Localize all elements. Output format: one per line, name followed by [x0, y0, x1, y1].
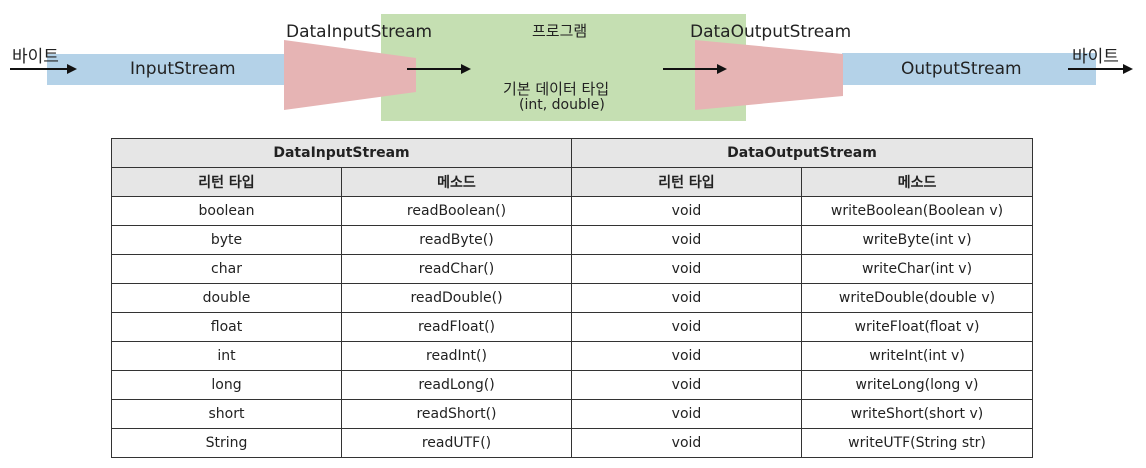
table-row: short readShort() void writeShort(short …: [111, 399, 1034, 429]
table-row: double readDouble() void writeDouble(dou…: [111, 283, 1034, 313]
output-return-type-header: 리턴 타입: [571, 167, 802, 197]
input-method-cell: readByte(): [341, 225, 572, 255]
output-return-type-cell: void: [571, 225, 802, 255]
input-return-type-cell: boolean: [111, 196, 342, 226]
group-header-row: DataInputStream DataOutputStream: [111, 138, 1034, 168]
data-input-stream-label: DataInputStream: [286, 22, 433, 42]
output-return-type-cell: void: [571, 341, 802, 371]
input-method-cell: readShort(): [341, 399, 572, 429]
output-method-cell: writeByte(int v): [800, 225, 1034, 255]
input-return-type-header: 리턴 타입: [111, 167, 342, 197]
bytes-right-label: 바이트: [1072, 47, 1119, 67]
output-method-cell: writeChar(int v): [800, 254, 1034, 284]
table-row: long readLong() void writeLong(long v): [111, 370, 1034, 400]
output-method-cell: writeInt(int v): [800, 341, 1034, 371]
data-output-stream-label: DataOutputStream: [690, 22, 852, 42]
input-method-cell: readBoolean(): [341, 196, 572, 226]
output-method-cell: writeFloat(float v): [800, 312, 1034, 342]
input-return-type-cell: char: [111, 254, 342, 284]
data-input-stream-header: DataInputStream: [111, 138, 572, 168]
output-method-cell: writeLong(long v): [800, 370, 1034, 400]
output-method-cell: writeBoolean(Boolean v): [800, 196, 1034, 226]
input-return-type-cell: String: [111, 428, 342, 458]
input-return-type-cell: long: [111, 370, 342, 400]
program-type-line1: 기본 데이터 타입: [503, 80, 610, 98]
methods-table: DataInputStream DataOutputStream 리턴 타입 메…: [111, 138, 1034, 458]
input-return-type-cell: byte: [111, 225, 342, 255]
table-row: float readFloat() void writeFloat(float …: [111, 312, 1034, 342]
table-row: String readUTF() void writeUTF(String st…: [111, 428, 1034, 458]
program-box: [381, 14, 746, 121]
data-output-stream-header: DataOutputStream: [570, 138, 1034, 168]
data-output-stream-shape: [695, 40, 843, 110]
program-title: 프로그램: [532, 22, 588, 40]
input-method-header: 메소드: [341, 167, 572, 197]
data-input-stream-shape: [284, 40, 416, 110]
input-method-cell: readChar(): [341, 254, 572, 284]
bytes-left-label: 바이트: [12, 47, 59, 67]
table-row: char readChar() void writeChar(int v): [111, 254, 1034, 284]
input-stream-label: InputStream: [130, 59, 236, 79]
output-return-type-cell: void: [571, 399, 802, 429]
input-method-cell: readDouble(): [341, 283, 572, 313]
input-return-type-cell: float: [111, 312, 342, 342]
table-row: byte readByte() void writeByte(int v): [111, 225, 1034, 255]
output-return-type-cell: void: [571, 196, 802, 226]
table-row: boolean readBoolean() void writeBoolean(…: [111, 196, 1034, 226]
program-type-line2: (int, double): [519, 97, 605, 113]
output-method-cell: writeShort(short v): [800, 399, 1034, 429]
input-return-type-cell: short: [111, 399, 342, 429]
input-method-cell: readFloat(): [341, 312, 572, 342]
output-return-type-cell: void: [571, 370, 802, 400]
input-method-cell: readUTF(): [341, 428, 572, 458]
output-return-type-cell: void: [571, 428, 802, 458]
sub-header-row: 리턴 타입 메소드 리턴 타입 메소드: [111, 167, 1034, 197]
output-return-type-cell: void: [571, 283, 802, 313]
input-return-type-cell: double: [111, 283, 342, 313]
input-method-cell: readLong(): [341, 370, 572, 400]
input-stream-band: [47, 54, 287, 85]
table-row: int readInt() void writeInt(int v): [111, 341, 1034, 371]
output-method-header: 메소드: [800, 167, 1034, 197]
output-stream-label: OutputStream: [901, 59, 1022, 79]
input-method-cell: readInt(): [341, 341, 572, 371]
output-return-type-cell: void: [571, 312, 802, 342]
output-stream-band: [842, 53, 1096, 85]
output-method-cell: writeUTF(String str): [800, 428, 1034, 458]
output-return-type-cell: void: [571, 254, 802, 284]
output-method-cell: writeDouble(double v): [800, 283, 1034, 313]
input-return-type-cell: int: [111, 341, 342, 371]
